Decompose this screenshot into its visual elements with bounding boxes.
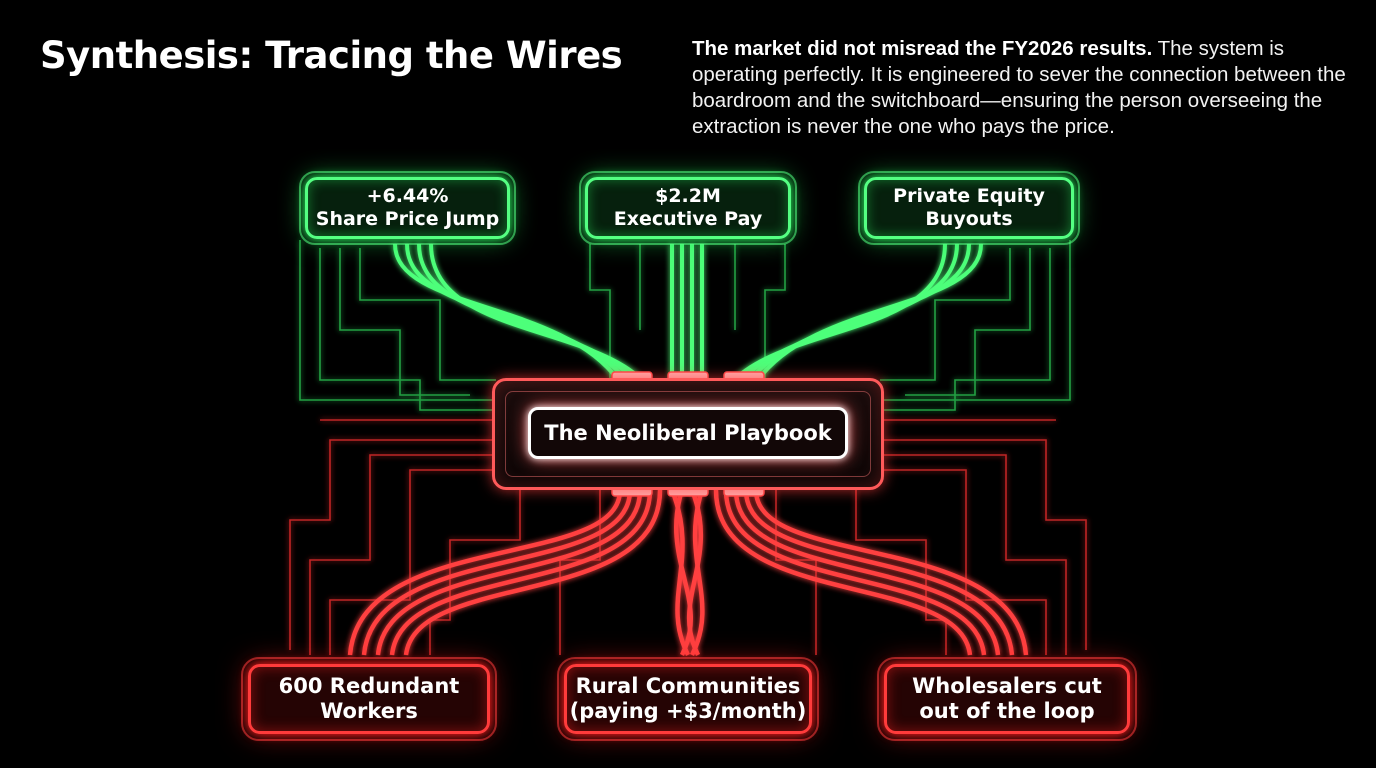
summary-body: The system is operating perfectly. It is…	[692, 37, 1346, 138]
green-cable-bundles	[393, 243, 983, 382]
red-circuit-traces	[289, 419, 1087, 655]
node-rural-communities: Rural Communities (paying +$3/month)	[557, 657, 819, 741]
node-wholesalers: Wholesalers cut out of the loop	[877, 657, 1137, 741]
hub-label: The Neoliberal Playbook	[528, 407, 848, 459]
summary-text: The market did not misread the FY2026 re…	[692, 36, 1352, 140]
summary-lead: The market did not misread the FY2026 re…	[692, 37, 1153, 60]
node-executive-pay: $2.2M Executive Pay	[579, 171, 797, 245]
node-share-price: +6.44% Share Price Jump	[299, 171, 516, 245]
red-cable-bundles	[347, 489, 1029, 657]
node-private-equity: Private Equity Buyouts	[858, 171, 1080, 245]
page-title: Synthesis: Tracing the Wires	[40, 34, 623, 77]
green-circuit-traces	[299, 240, 1071, 411]
node-redundant-workers: 600 Redundant Workers	[241, 657, 497, 741]
